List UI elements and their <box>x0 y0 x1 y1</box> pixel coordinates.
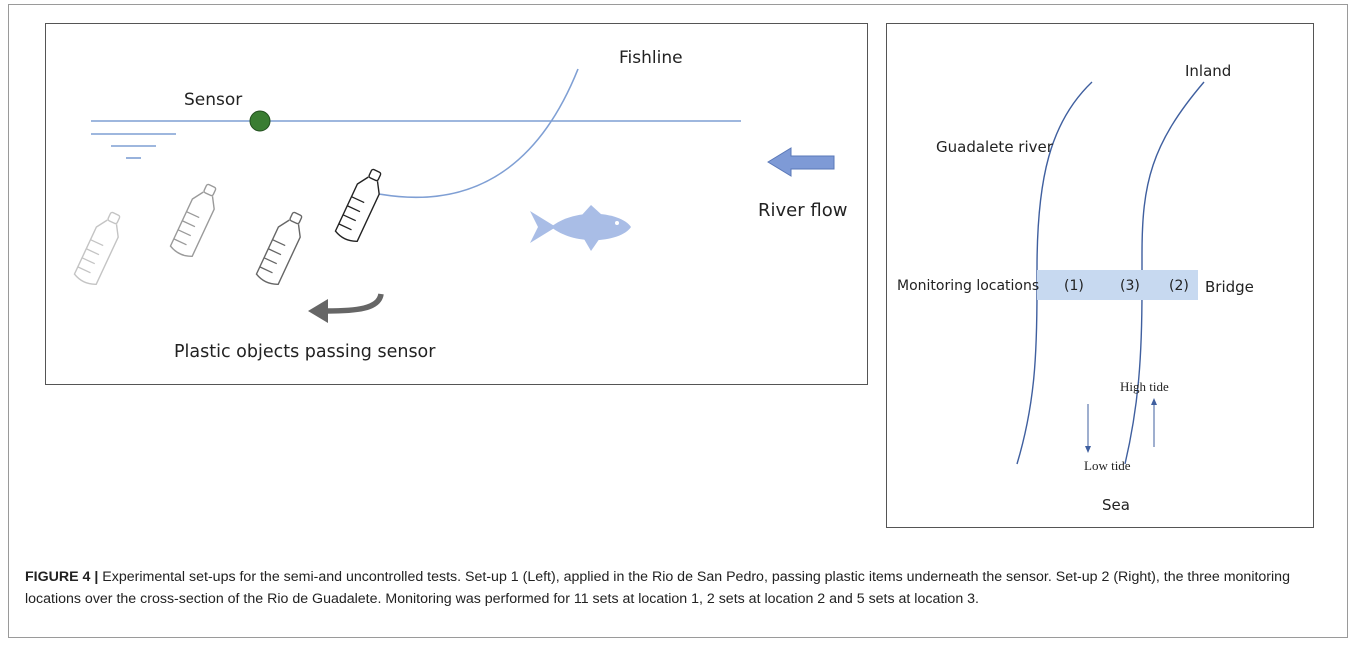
sensor-icon <box>249 110 271 132</box>
low-tide-label: Low tide <box>1084 458 1131 473</box>
river-name-label: Guadalete river <box>936 138 1053 156</box>
setup-1-diagram <box>73 68 835 323</box>
low-tide-arrow-icon <box>1085 446 1091 453</box>
river-flow-arrow-icon <box>767 147 835 177</box>
river-flow-label: River flow <box>758 200 848 221</box>
fish-icon <box>530 205 631 251</box>
high-tide-label: High tide <box>1120 379 1169 394</box>
bottle-icon-3 <box>255 211 303 285</box>
fish-eye-icon <box>615 221 619 225</box>
location-1-label: (1) <box>1064 278 1084 294</box>
sea-label: Sea <box>1102 496 1130 514</box>
fishline-label: Fishline <box>619 48 683 68</box>
caption-text: Experimental set-ups for the semi-and un… <box>25 569 1290 607</box>
figure-caption: FIGURE 4 | Experimental set-ups for the … <box>25 567 1340 610</box>
bottle-icon-faded-1 <box>73 211 121 285</box>
river-bank-left <box>1016 81 1093 465</box>
setup-2-panel: Inland Guadalete river Monitoring locati… <box>886 23 1314 528</box>
setup-2-diagram <box>1016 81 1205 465</box>
bridge-shape <box>1037 270 1198 300</box>
setup-1-panel: Fishline Sensor River flow Plastic objec… <box>45 23 868 385</box>
bridge-label: Bridge <box>1205 278 1254 296</box>
inland-label: Inland <box>1185 62 1232 80</box>
bottle-icon-hooked <box>334 168 382 242</box>
fishline-line <box>378 68 579 198</box>
sensor-label: Sensor <box>184 90 243 110</box>
figure-label: FIGURE 4 | <box>25 569 99 585</box>
plastic-objects-label: Plastic objects passing sensor <box>174 342 436 362</box>
plastic-movement-arrow-icon <box>325 293 384 314</box>
figure-frame <box>8 4 1348 638</box>
location-2-label: (2) <box>1169 278 1189 294</box>
plastic-movement-arrowhead-icon <box>308 299 328 323</box>
location-3-label: (3) <box>1120 278 1140 294</box>
high-tide-arrow-icon <box>1151 398 1157 405</box>
bottle-icon-faded-2 <box>169 183 217 257</box>
monitoring-locations-label: Monitoring locations <box>897 278 1040 294</box>
